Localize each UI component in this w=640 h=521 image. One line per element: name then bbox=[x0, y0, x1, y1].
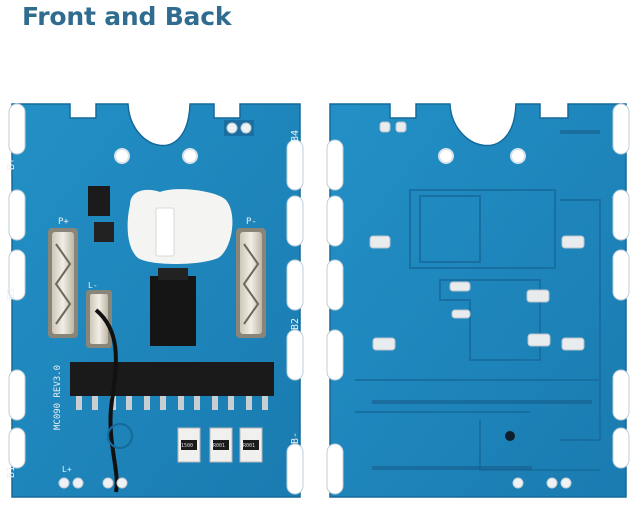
image-title: Front and Back bbox=[22, 2, 232, 31]
front-shunt-resistors bbox=[177, 427, 263, 463]
label-b4: B4 bbox=[290, 130, 301, 142]
front-terminal-p-minus bbox=[236, 228, 266, 338]
label-p-plus: P+ bbox=[58, 217, 69, 227]
front-board: B+ B4 B3 B2 B- B1 P+ P- L+ L- MC090 REV3… bbox=[6, 103, 304, 498]
front-top-pads bbox=[224, 120, 254, 136]
back-mount-hole-left bbox=[438, 148, 454, 164]
back-via-dots bbox=[372, 130, 600, 470]
back-right-slots bbox=[612, 103, 630, 469]
label-res-1: 1500 bbox=[181, 443, 193, 449]
front-terminal-p-plus bbox=[48, 228, 78, 338]
label-res-3: R001 bbox=[243, 443, 255, 449]
back-pads bbox=[369, 121, 585, 351]
label-res-2: R001 bbox=[213, 443, 225, 449]
front-left-slots bbox=[8, 103, 26, 469]
label-b1: B1 bbox=[6, 466, 17, 478]
label-b2: B2 bbox=[290, 318, 301, 330]
back-pcb-outline bbox=[329, 103, 627, 498]
front-bottom-pads bbox=[58, 423, 133, 489]
front-terminal-l-minus bbox=[86, 290, 112, 348]
back-mount-hole-right bbox=[510, 148, 526, 164]
label-b3: B3 bbox=[6, 288, 17, 300]
label-board-rev: MC090 REV3.0 bbox=[53, 365, 63, 430]
label-p-minus: P- bbox=[246, 217, 257, 227]
front-mosfet-row bbox=[70, 362, 274, 410]
back-board bbox=[326, 103, 630, 498]
front-black-wire bbox=[94, 308, 119, 493]
front-right-slots bbox=[286, 139, 304, 495]
back-via bbox=[505, 431, 515, 441]
label-l-minus: L- bbox=[88, 281, 98, 290]
front-black-connector bbox=[150, 276, 196, 346]
back-left-slots bbox=[326, 139, 344, 495]
front-mount-hole-right bbox=[182, 148, 198, 164]
front-ic-2 bbox=[94, 222, 114, 242]
back-bottom-pads bbox=[512, 477, 572, 489]
label-b-minus: B- bbox=[290, 432, 301, 444]
front-ic-1 bbox=[88, 186, 110, 216]
label-l-plus: L+ bbox=[62, 465, 72, 474]
front-white-sticker bbox=[127, 189, 233, 264]
front-mount-hole-left bbox=[114, 148, 130, 164]
label-b-plus: B+ bbox=[6, 158, 17, 170]
